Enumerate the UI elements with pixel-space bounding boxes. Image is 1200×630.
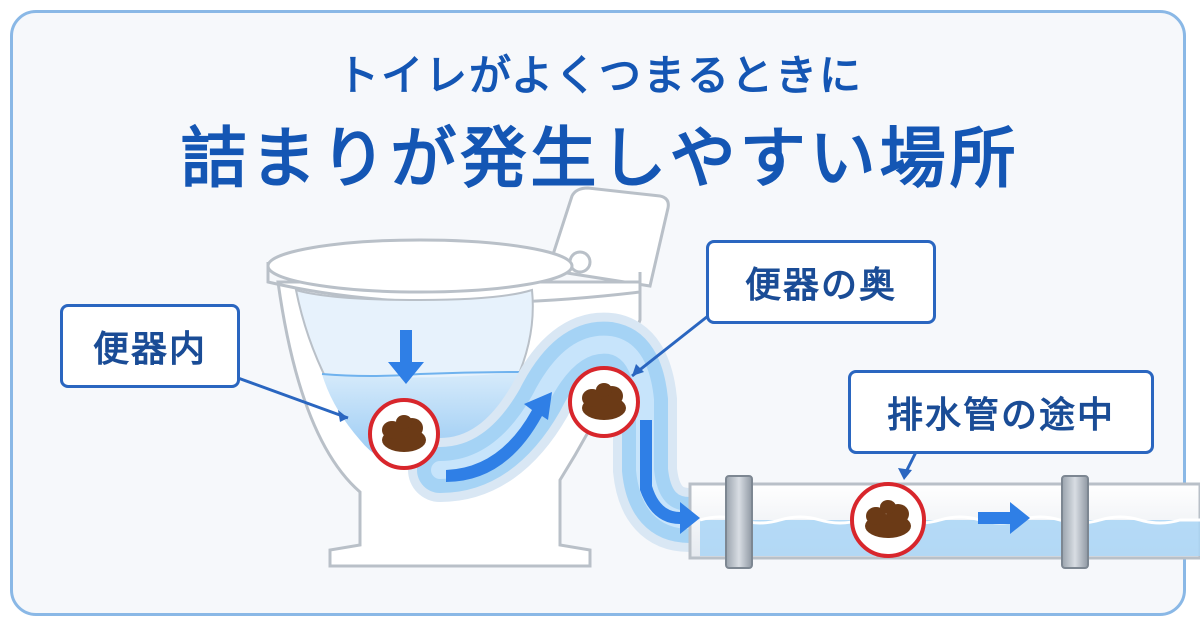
toilet-lid — [546, 186, 670, 288]
callout-bowl: 便器内 — [60, 304, 240, 388]
callout-pipe: 排水管の途中 — [848, 370, 1154, 454]
pointer-arrowhead — [632, 364, 644, 376]
page-title: 詰まりが発生しやすい場所 — [180, 120, 1020, 197]
flow-arrow-icon — [446, 392, 552, 482]
flow-arrow-icon — [388, 330, 1030, 534]
flow-arrow-icon — [640, 420, 700, 534]
flow-arrow-icon — [978, 502, 1030, 534]
blockage-icon — [865, 500, 911, 538]
blockage-icon — [382, 415, 426, 452]
blockage-icon — [582, 383, 626, 420]
callout-back: 便器の奥 — [706, 240, 936, 324]
blockage-marker-bowl — [368, 398, 440, 470]
down-arrow-icon — [388, 330, 424, 384]
blockage-marker-back — [568, 366, 640, 438]
pointer-arrowhead — [898, 468, 912, 480]
blockage-marker-pipe — [850, 482, 926, 558]
drain-pipe — [688, 475, 1200, 569]
pointer-arrowhead — [338, 410, 348, 422]
subtitle: トイレがよくつまるときに — [337, 51, 863, 100]
